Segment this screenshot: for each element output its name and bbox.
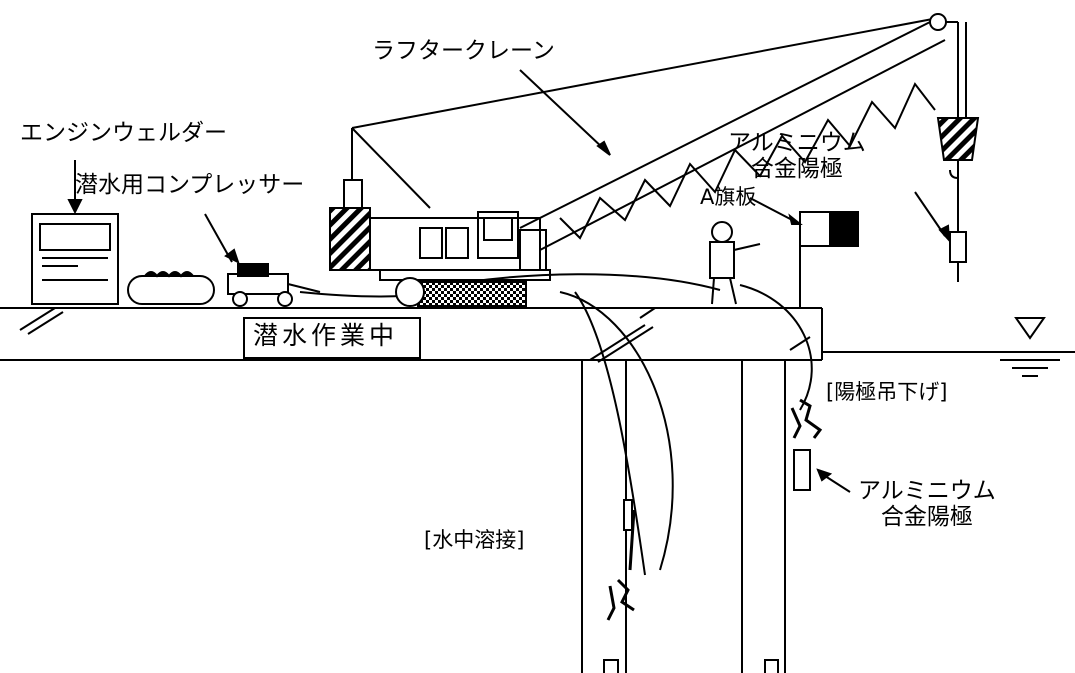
hook-icon (936, 117, 980, 161)
diving-sign: 潜水作業中 (253, 321, 399, 350)
diver-icon (606, 499, 636, 621)
crane-label: ラフタークレーン (372, 38, 555, 64)
flag-and-worker (709, 197, 859, 308)
water-level (822, 317, 1075, 377)
hose-reel-icon (127, 275, 215, 305)
worker-icon (709, 221, 761, 305)
compressor-label: 潜水用コンプレッサー (75, 172, 305, 198)
water-level-icon (1014, 317, 1046, 340)
pier-structure (0, 307, 823, 673)
anode-icon (949, 231, 967, 263)
anode-side-label: アルミニウム 合金陽極 (858, 478, 996, 531)
hose-lines (299, 273, 813, 576)
crane-icon (329, 13, 967, 307)
flag-board-label: A旗板 (700, 185, 757, 209)
anode-suspension-label: [陽極吊下げ] (826, 380, 948, 404)
anode-top-label: アルミニウム 合金陽極 (728, 130, 866, 183)
underwater-welding-label: [水中溶接] (424, 528, 525, 552)
sign-board (243, 317, 421, 359)
crane (329, 13, 967, 307)
hook-block (914, 117, 980, 282)
diver-icon (790, 398, 823, 491)
engine-welder-label: エンジンウェルダー (20, 120, 227, 146)
diving-compressor (204, 213, 321, 307)
engine-welder (31, 160, 119, 305)
divers (606, 398, 851, 621)
hose-reel (127, 271, 215, 305)
